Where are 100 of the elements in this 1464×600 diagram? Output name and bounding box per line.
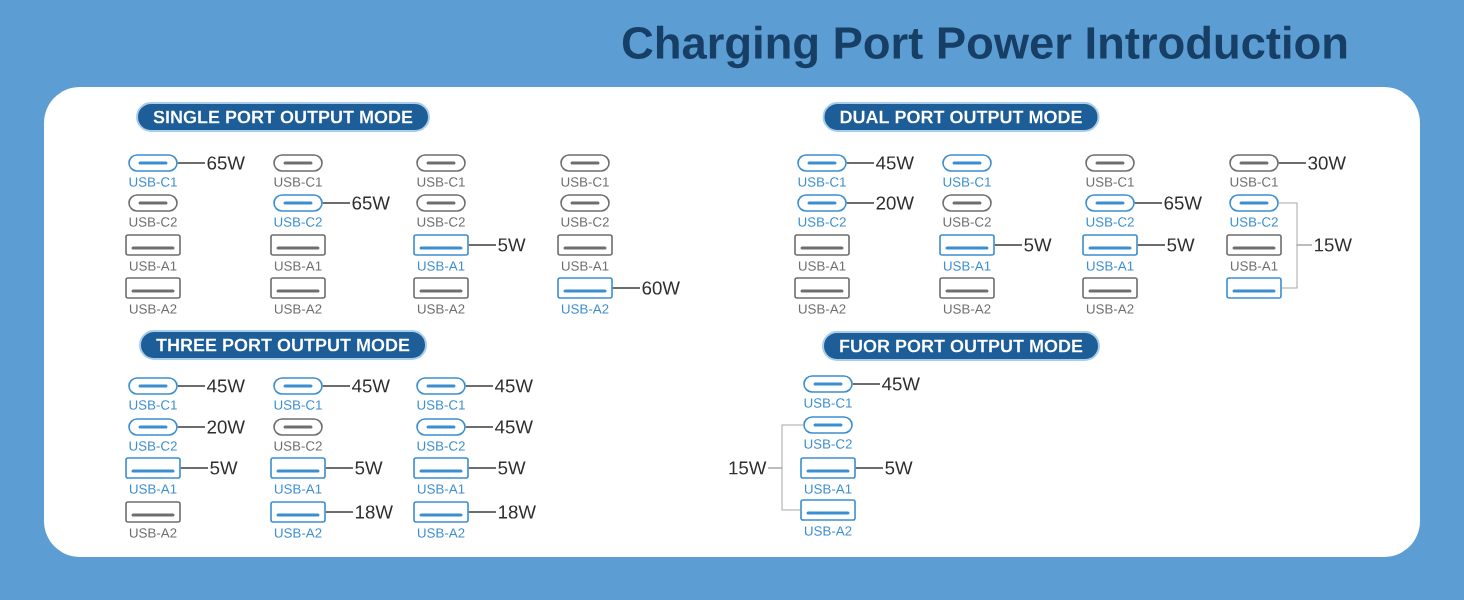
usb-port: USB-C2	[797, 194, 847, 227]
node-label: USB-A1	[561, 261, 609, 271]
leader-line	[177, 385, 206, 387]
node-label: USB-A1	[129, 484, 177, 494]
node-label: USB-A1	[798, 261, 846, 271]
node-label: USB-C2	[1230, 217, 1278, 227]
usb-port: USB-C2	[273, 418, 323, 451]
leader-line	[468, 244, 497, 246]
usb-port: USB-A1	[270, 457, 326, 494]
usb-port: USB-C1	[803, 375, 853, 408]
usb-port: USB-A2	[413, 501, 469, 538]
node-label: USB-C2	[129, 217, 177, 227]
node-label: USB-C2	[129, 441, 177, 451]
leader-line	[465, 385, 494, 387]
usb-port: USB-A1	[800, 457, 856, 494]
node-label: USB-A1	[943, 261, 991, 271]
leader-line	[322, 202, 351, 204]
node-label: USB-A2	[1086, 304, 1134, 314]
leader-line	[1278, 162, 1307, 164]
usb-port: USB-A1	[794, 234, 850, 271]
node-label: USB-A2	[943, 304, 991, 314]
usb-port: USB-C2	[273, 194, 323, 227]
node-label: USB-C1	[129, 400, 177, 410]
leader-line	[852, 383, 881, 385]
node-label: USB-C1	[804, 398, 852, 408]
node-label: USB-A1	[1230, 261, 1278, 271]
node-label: USB-C1	[1230, 177, 1278, 187]
leader-line	[1134, 202, 1163, 204]
power-label: 5W	[498, 238, 526, 252]
usb-port: USB-A1	[1226, 234, 1282, 271]
usb-port: USB-C1	[1229, 154, 1279, 187]
node-label: USB-A1	[129, 261, 177, 271]
power-label: 45W	[352, 379, 390, 393]
usb-port: USB-C1	[273, 377, 323, 410]
node-label: USB-A1	[1086, 261, 1134, 271]
node-label: USB-A1	[417, 261, 465, 271]
usb-port: USB-C2	[416, 418, 466, 451]
usb-port: USB-C1	[128, 154, 178, 187]
node-label: USB-C1	[274, 177, 322, 187]
node-label: USB-C2	[561, 217, 609, 227]
node-label: USB-C2	[1086, 217, 1134, 227]
usb-port: USB-C2	[128, 418, 178, 451]
usb-port: USB-A2	[794, 277, 850, 314]
power-label: 20W	[876, 196, 914, 210]
node-label: USB-A2	[417, 528, 465, 538]
usb-port: USB-A1	[1082, 234, 1138, 271]
power-label: 15W	[1315, 238, 1352, 252]
leader-line	[468, 511, 497, 513]
power-label: 5W	[355, 461, 383, 475]
power-label: 65W	[352, 196, 390, 210]
power-label: 60W	[642, 281, 680, 295]
usb-port: USB-A1	[413, 457, 469, 494]
node-label: USB-C2	[274, 217, 322, 227]
node-label: USB-A1	[274, 484, 322, 494]
node-label: USB-C2	[274, 441, 322, 451]
node-label: USB-A2	[804, 526, 852, 536]
node-label: USB-A2	[274, 304, 322, 314]
node-label: USB-C2	[417, 441, 465, 451]
usb-port: USB-A1	[270, 234, 326, 271]
leader-line	[177, 162, 206, 164]
usb-port: USB-A2	[125, 277, 181, 314]
node-label: USB-A2	[129, 304, 177, 314]
usb-port: USB-C2	[560, 194, 610, 227]
node-label: USB-A1	[804, 484, 852, 494]
usb-port: USB-A1	[557, 234, 613, 271]
power-label: 18W	[356, 505, 393, 519]
mode-banner: DUAL PORT OUTPUT MODE	[822, 102, 1100, 132]
power-label: 65W	[1164, 196, 1202, 210]
usb-port: USB-A1	[125, 234, 181, 271]
node-label: USB-C1	[417, 400, 465, 410]
node-label: USB-A1	[274, 261, 322, 271]
leader-line	[846, 162, 875, 164]
usb-port: USB-A1	[125, 457, 181, 494]
leader-line	[994, 244, 1023, 246]
bracket-line	[767, 467, 801, 511]
node-label: USB-C2	[804, 439, 852, 449]
leader-line	[180, 467, 209, 469]
power-label: 5W	[210, 461, 238, 475]
usb-port: USB-C2	[128, 194, 178, 227]
usb-port	[1226, 277, 1282, 299]
usb-port: USB-C1	[942, 154, 992, 187]
power-label: 15W	[729, 461, 767, 475]
leader-line	[322, 385, 351, 387]
usb-port: USB-A2	[270, 501, 326, 538]
usb-port: USB-C1	[128, 377, 178, 410]
leader-line	[612, 287, 641, 289]
power-label: 5W	[885, 461, 913, 475]
node-label: USB-C1	[798, 177, 846, 187]
power-label: 20W	[207, 420, 245, 434]
node-label: USB-C2	[943, 217, 991, 227]
node-label: USB-C1	[943, 177, 991, 187]
node-label: USB-A2	[129, 528, 177, 538]
leader-line	[855, 467, 884, 469]
usb-port: USB-C2	[803, 416, 853, 449]
title: Charging Port Power Introduction	[622, 25, 1347, 69]
power-label: 5W	[1024, 238, 1052, 252]
leader-line	[177, 426, 206, 428]
usb-port: USB-C1	[273, 154, 323, 187]
usb-port: USB-A2	[557, 277, 613, 314]
node-label: USB-C1	[274, 400, 322, 410]
